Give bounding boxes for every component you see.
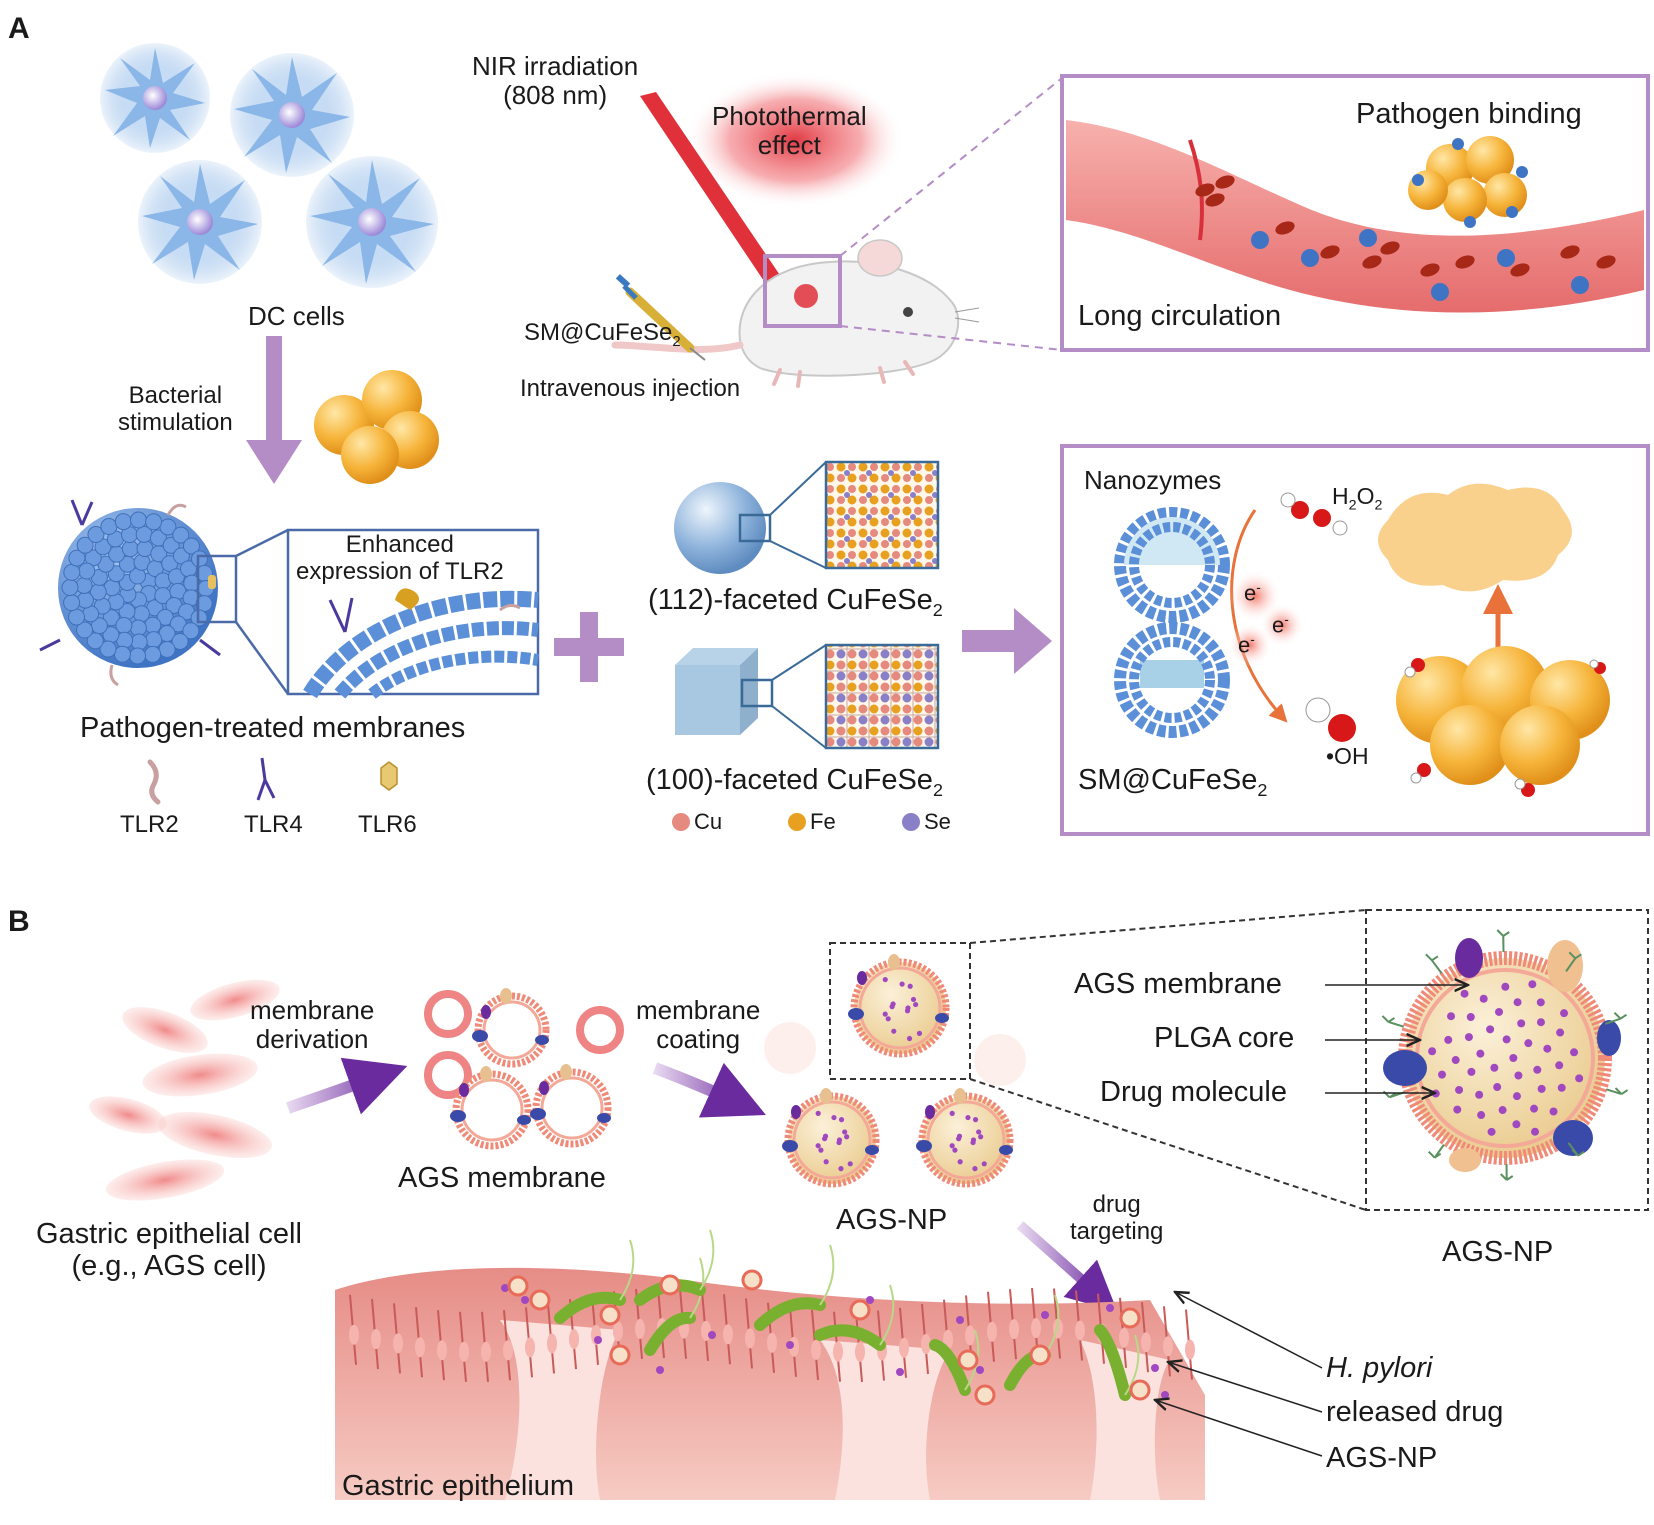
membrane-derivation-label: membrane derivation <box>250 995 375 1055</box>
inset-ags-np-label: AGS-NP <box>1442 1236 1554 1268</box>
plus-icon <box>554 612 624 682</box>
sm-cufese2-injection-label: SM@CuFeSe2 <box>524 319 681 350</box>
tlr6-legend-label: TLR6 <box>358 811 417 838</box>
crystal-100 <box>675 643 940 750</box>
electron-label-2: e- <box>1272 612 1289 638</box>
bacterial-stimulation-arrow <box>246 336 302 484</box>
inset-plga-core-label: PLGA core <box>1154 1022 1295 1054</box>
released-drug-label: released drug <box>1326 1396 1504 1428</box>
inset-drug-molecule-label: Drug molecule <box>1100 1076 1287 1108</box>
gastric-cells <box>89 979 280 1201</box>
faceted-112-label: (112)-faceted CuFeSe2 <box>648 584 943 620</box>
blood-vessel <box>1066 120 1644 313</box>
ags-np-label: AGS-NP <box>836 1204 948 1236</box>
gastric-epithelial-cell-label: Gastric epithelial cell (e.g., AGS cell) <box>36 1218 302 1283</box>
ags-membrane-vesicles <box>424 988 624 1150</box>
tlr2-legend-label: TLR2 <box>120 811 179 838</box>
long-circulation-label: Long circulation <box>1078 300 1282 332</box>
degraded-bacteria <box>1378 483 1572 592</box>
inset-pointer-lines <box>1325 985 1468 1093</box>
pathogen-treated-membranes-label: Pathogen-treated membranes <box>80 712 466 744</box>
nir-irradiation-label: NIR irradiation (808 nm) <box>472 51 639 111</box>
membrane-derivation-arrow <box>286 1057 408 1115</box>
process-arrow <box>962 608 1052 674</box>
enhanced-tlr2-label: Enhanced expression of TLR2 <box>296 531 504 585</box>
pointer-ags-np-label: AGS-NP <box>1326 1442 1438 1474</box>
ags-np-zoom-frame <box>829 909 1649 1211</box>
ags-membrane-label: AGS membrane <box>398 1162 606 1194</box>
fe-swatch <box>788 813 806 831</box>
panel-b-letter: B <box>8 905 30 938</box>
membrane-coating-arrow <box>652 1062 766 1118</box>
photothermal-label: Photothermal effect <box>712 101 867 161</box>
pathogen-binding-cluster <box>1408 136 1528 228</box>
h2o2-label: H2O2 <box>1332 483 1383 514</box>
drug-targeting-label: drug targeting <box>1070 1191 1164 1245</box>
gastric-epithelium-label: Gastric epithelium <box>342 1470 575 1502</box>
electron-label-3: e- <box>1238 632 1255 658</box>
h2o2-molecule <box>1280 492 1348 536</box>
dc-cells-illustration <box>100 43 438 288</box>
mouse-illustration <box>611 239 980 388</box>
faceted-100-label: (100)-faceted CuFeSe2 <box>646 764 943 800</box>
crystal-112 <box>674 460 940 574</box>
nanozyme-particles <box>1114 507 1230 738</box>
membrane-zoom-detail <box>303 588 539 699</box>
membrane-coating-label: membrane coating <box>636 995 761 1055</box>
oh-radical-label: •OH <box>1326 743 1369 769</box>
bacteria-cluster <box>314 370 439 484</box>
h-pylori-bacteria <box>501 1229 1169 1406</box>
sm-cufese2-label: SM@CuFeSe2 <box>1078 764 1268 800</box>
tlr4-legend-label: TLR4 <box>244 811 303 838</box>
element-se-legend: Se <box>902 809 951 835</box>
tlr-legend-icons <box>147 757 398 805</box>
epithelium-pointer-lines <box>1155 1292 1323 1457</box>
tlr4-icon <box>256 757 276 801</box>
h-pylori-label: H. pylori <box>1326 1352 1433 1384</box>
electron-label-1: e- <box>1244 580 1261 606</box>
se-swatch <box>902 813 920 831</box>
oh-molecule <box>1305 697 1356 742</box>
drug-targeting-arrow <box>1016 1221 1118 1312</box>
membrane-zoom <box>196 528 540 696</box>
electron-transfer <box>1228 509 1304 723</box>
pathogen-binding-label: Pathogen binding <box>1356 98 1582 130</box>
panel-a-letter: A <box>8 12 30 45</box>
bacterial-stimulation-label: Bacterial stimulation <box>118 382 233 436</box>
pathogen-treated-membrane-sphere <box>39 499 221 687</box>
gastric-epithelium-tissue <box>335 1267 1205 1500</box>
inset-ags-membrane-label: AGS membrane <box>1074 968 1282 1000</box>
cu-swatch <box>672 813 690 831</box>
nanozymes-label: Nanozymes <box>1084 465 1222 495</box>
ags-nanoparticles <box>764 954 1026 1188</box>
ags-np-inset <box>1381 929 1629 1181</box>
intravenous-injection-label: Intravenous injection <box>520 375 741 402</box>
syringe-icon <box>615 274 706 361</box>
element-cu-legend: Cu <box>672 809 722 835</box>
element-fe-legend: Fe <box>788 809 836 835</box>
mouse-zoom-frame <box>763 77 1063 351</box>
tlr2-icon <box>147 759 161 805</box>
dc-cells-label: DC cells <box>248 301 345 331</box>
tlr6-icon <box>380 761 398 791</box>
intact-bacteria-cluster <box>1396 646 1610 797</box>
